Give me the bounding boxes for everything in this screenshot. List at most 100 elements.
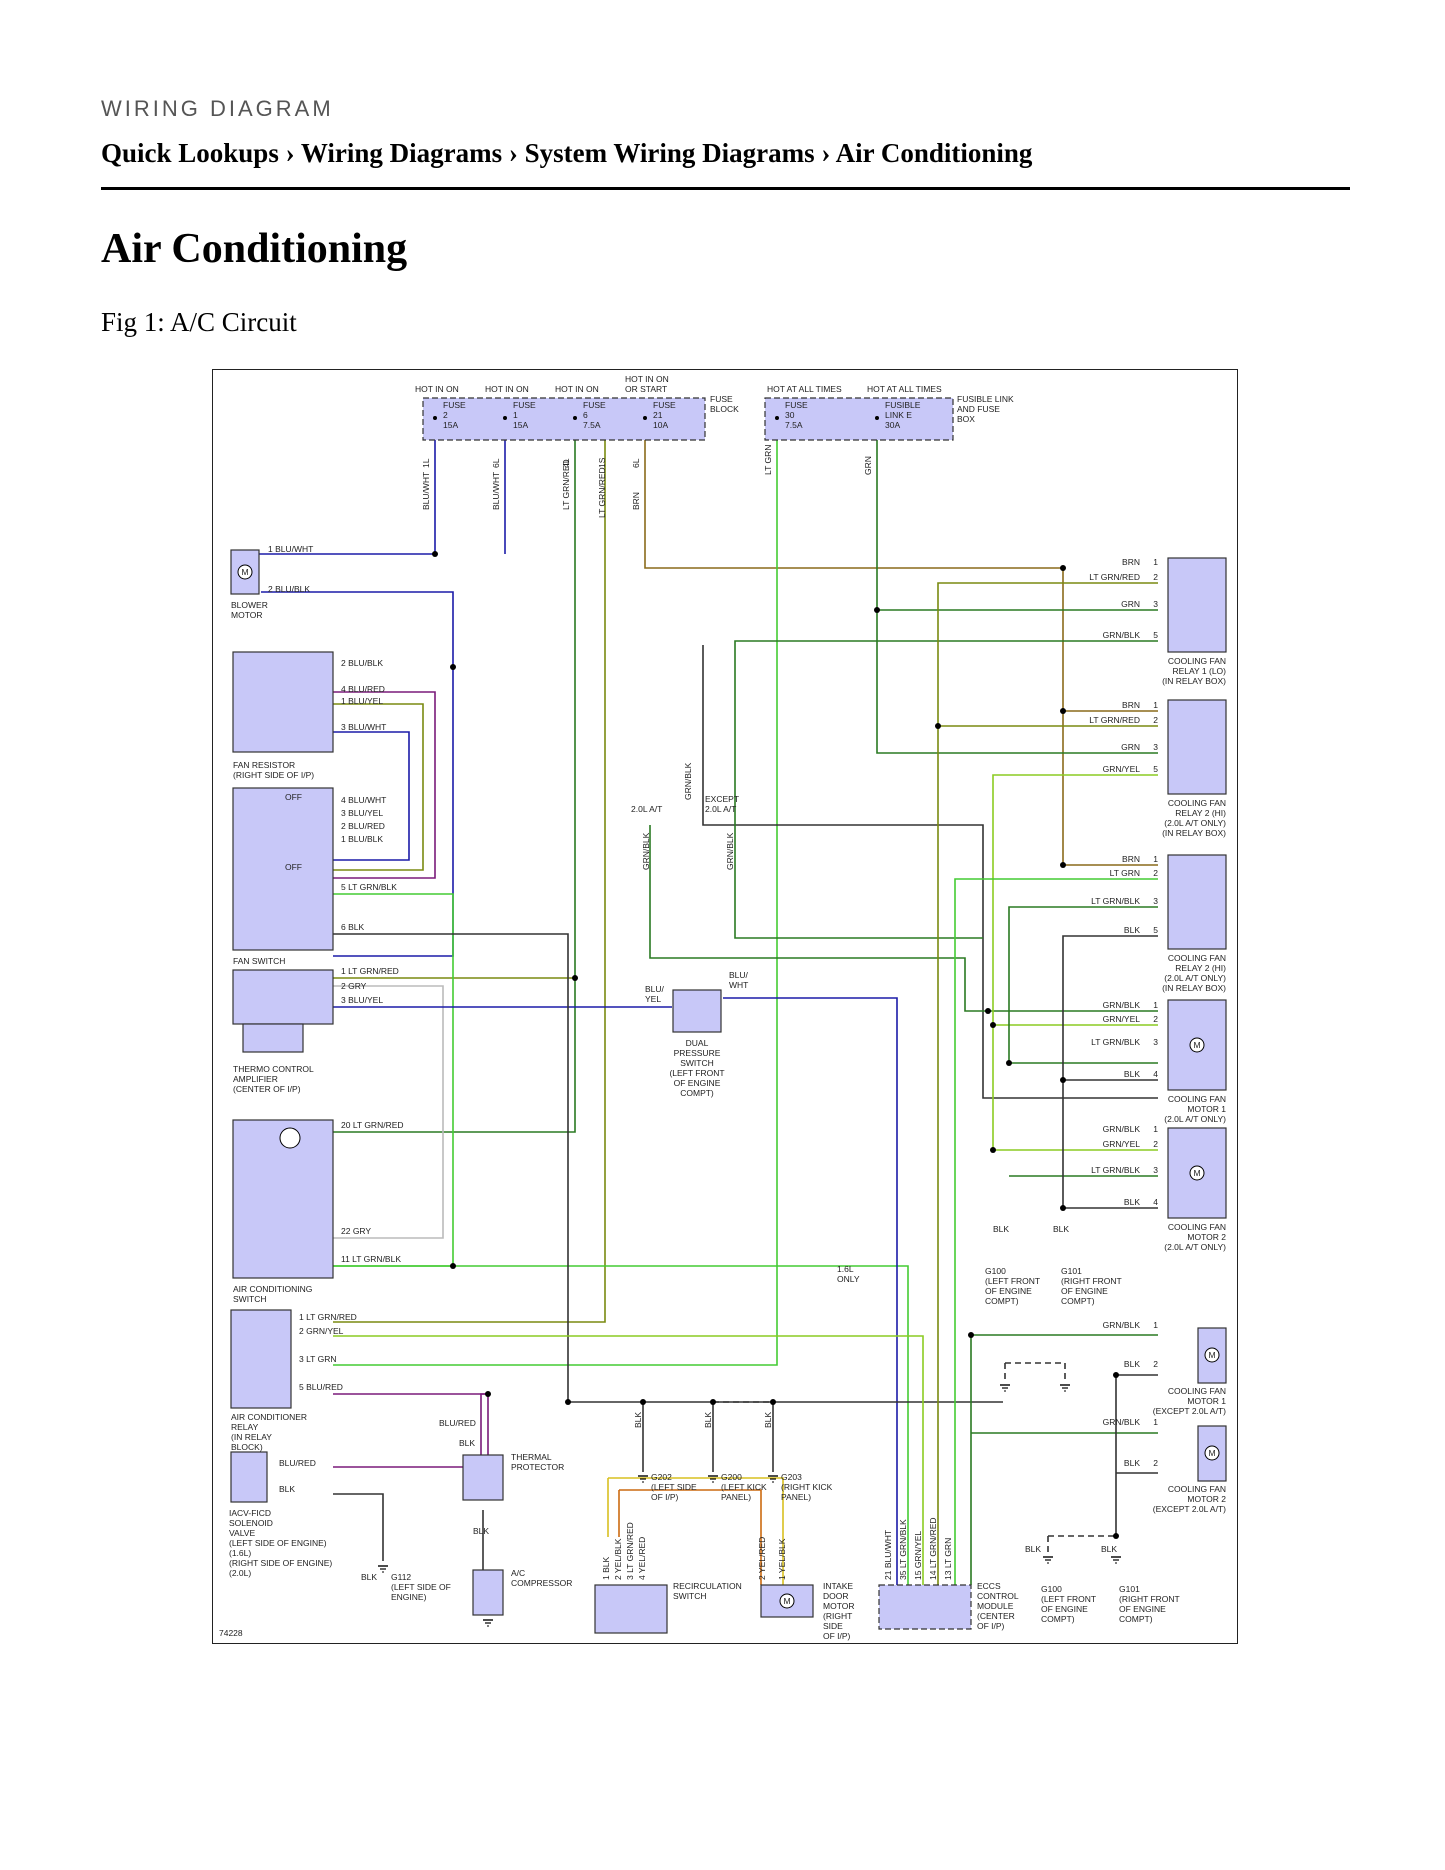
figure-caption: Fig 1: A/C Circuit: [101, 307, 297, 337]
fuse-dot: [433, 416, 437, 420]
connector-pin-label: 5: [1153, 764, 1158, 774]
connector-pin-label: 2: [1153, 1359, 1158, 1369]
splice-dot: [1060, 862, 1066, 868]
breadcrumb-separator: ›: [814, 138, 836, 168]
wire-grn-blk: [734, 640, 1158, 825]
motor-glyph: M: [1193, 1168, 1200, 1178]
connector-pin-label: 2: [1153, 715, 1158, 725]
fuse-hot-label: HOT IN ON: [555, 384, 599, 394]
wire-label: 3 BLU/WHT: [341, 722, 386, 732]
splice-dot: [565, 1399, 571, 1405]
connector-pin-label: 2: [1153, 1014, 1158, 1024]
wire-yel-blk: [608, 1477, 784, 1585]
wire-label: LT GRN: [1110, 868, 1140, 878]
breadcrumb-quick-lookups[interactable]: Quick Lookups: [101, 138, 279, 168]
wire-lt-grn: [954, 878, 1158, 1585]
off-label: OFF: [285, 862, 302, 872]
wire-lt-grn-blk: [333, 893, 454, 1267]
splice-dot: [640, 1399, 646, 1405]
wire-label: GRN/BLK: [1103, 1124, 1141, 1134]
wire-lt-grn-red: [333, 440, 576, 1133]
motor-symbol: [1204, 1445, 1220, 1461]
fuse-hot-label: HOT IN ON: [485, 384, 529, 394]
fan-resistor-label: FAN RESISTOR(RIGHT SIDE OF I/P): [233, 760, 314, 780]
wire-lt-grn-blk: [1008, 906, 1158, 1064]
wire-label: GRN/BLK: [1103, 1320, 1141, 1330]
wire-label: BLK: [459, 1438, 475, 1448]
wire-label: BLK: [1124, 1359, 1140, 1369]
splice-dot: [572, 975, 578, 981]
breadcrumb-air-conditioning[interactable]: Air Conditioning: [835, 138, 1033, 168]
wire-label: GRN: [1121, 742, 1140, 752]
wire-blk: [1115, 1374, 1158, 1536]
wire-label: 3 LT GRN/RED: [625, 1522, 635, 1580]
wire-label: 1 BLU/BLK: [341, 834, 383, 844]
fuse-dot: [775, 416, 779, 420]
splice-dot: [1060, 565, 1066, 571]
wire-label: GRN: [863, 456, 873, 475]
wire-label: 2 YEL/BLK: [613, 1538, 623, 1580]
splice-dot: [485, 1391, 491, 1397]
splice-dot: [1006, 1060, 1012, 1066]
wire-label: 1 BLU/YEL: [341, 696, 383, 706]
motor-symbol: [779, 1593, 795, 1609]
wire-label: GRN: [1121, 599, 1140, 609]
motor-glyph: M: [783, 1596, 790, 1606]
wire-label: BLK: [703, 1412, 713, 1428]
wire-label: GRN/BLK: [725, 832, 735, 870]
fan-resistor: [232, 651, 334, 753]
wire-label: 4 BLU/RED: [341, 684, 385, 694]
wire-brn: [644, 440, 1063, 569]
wire-label: BLU/RED: [279, 1458, 316, 1468]
connector-pin-label: 4L: [561, 458, 571, 468]
ac-switch: [232, 1119, 334, 1279]
wire-lt-grn-red: [333, 440, 606, 1323]
cf-relay1: [1167, 557, 1227, 653]
fuse-dot: [503, 416, 507, 420]
splice-dot: [968, 1332, 974, 1338]
wire-label: 14 LT GRN/RED: [928, 1517, 938, 1580]
wire-label: BLK: [633, 1412, 643, 1428]
wire-label: 2 YEL/RED: [757, 1537, 767, 1580]
splice-dot: [450, 1263, 456, 1269]
wire-label: 2 GRN/YEL: [299, 1326, 344, 1336]
wire-blu-blk: [261, 591, 454, 957]
page-title: Air Conditioning: [101, 226, 408, 272]
splice-dot: [874, 607, 880, 613]
wire-label: 11 LT GRN/BLK: [341, 1254, 401, 1264]
wire-label: 13 LT GRN: [943, 1538, 953, 1580]
thermo-amp: [232, 969, 334, 1025]
wire-yel-red: [619, 1489, 762, 1585]
breadcrumb-system-wiring-diagrams[interactable]: System Wiring Diagrams: [524, 138, 815, 168]
breadcrumb-wiring-diagrams[interactable]: Wiring Diagrams: [300, 138, 503, 168]
fuse-dot: [643, 416, 647, 420]
motor-symbol: [237, 564, 253, 580]
fan-switch-label: FAN SWITCH: [233, 956, 285, 966]
wire-label: BLK: [1124, 1458, 1140, 1468]
connector-pin-label: 1: [1153, 1000, 1158, 1010]
connector-pin-label: 1: [1153, 557, 1158, 567]
connector-pin-label: 4: [1153, 1069, 1158, 1079]
fuse-hot-label: HOT AT ALL TIMES: [767, 384, 842, 394]
connector-pin-label: 1: [1153, 700, 1158, 710]
motor-glyph: M: [1193, 1040, 1200, 1050]
motor-glyph: M: [241, 567, 248, 577]
ac-compressor: [472, 1569, 504, 1616]
